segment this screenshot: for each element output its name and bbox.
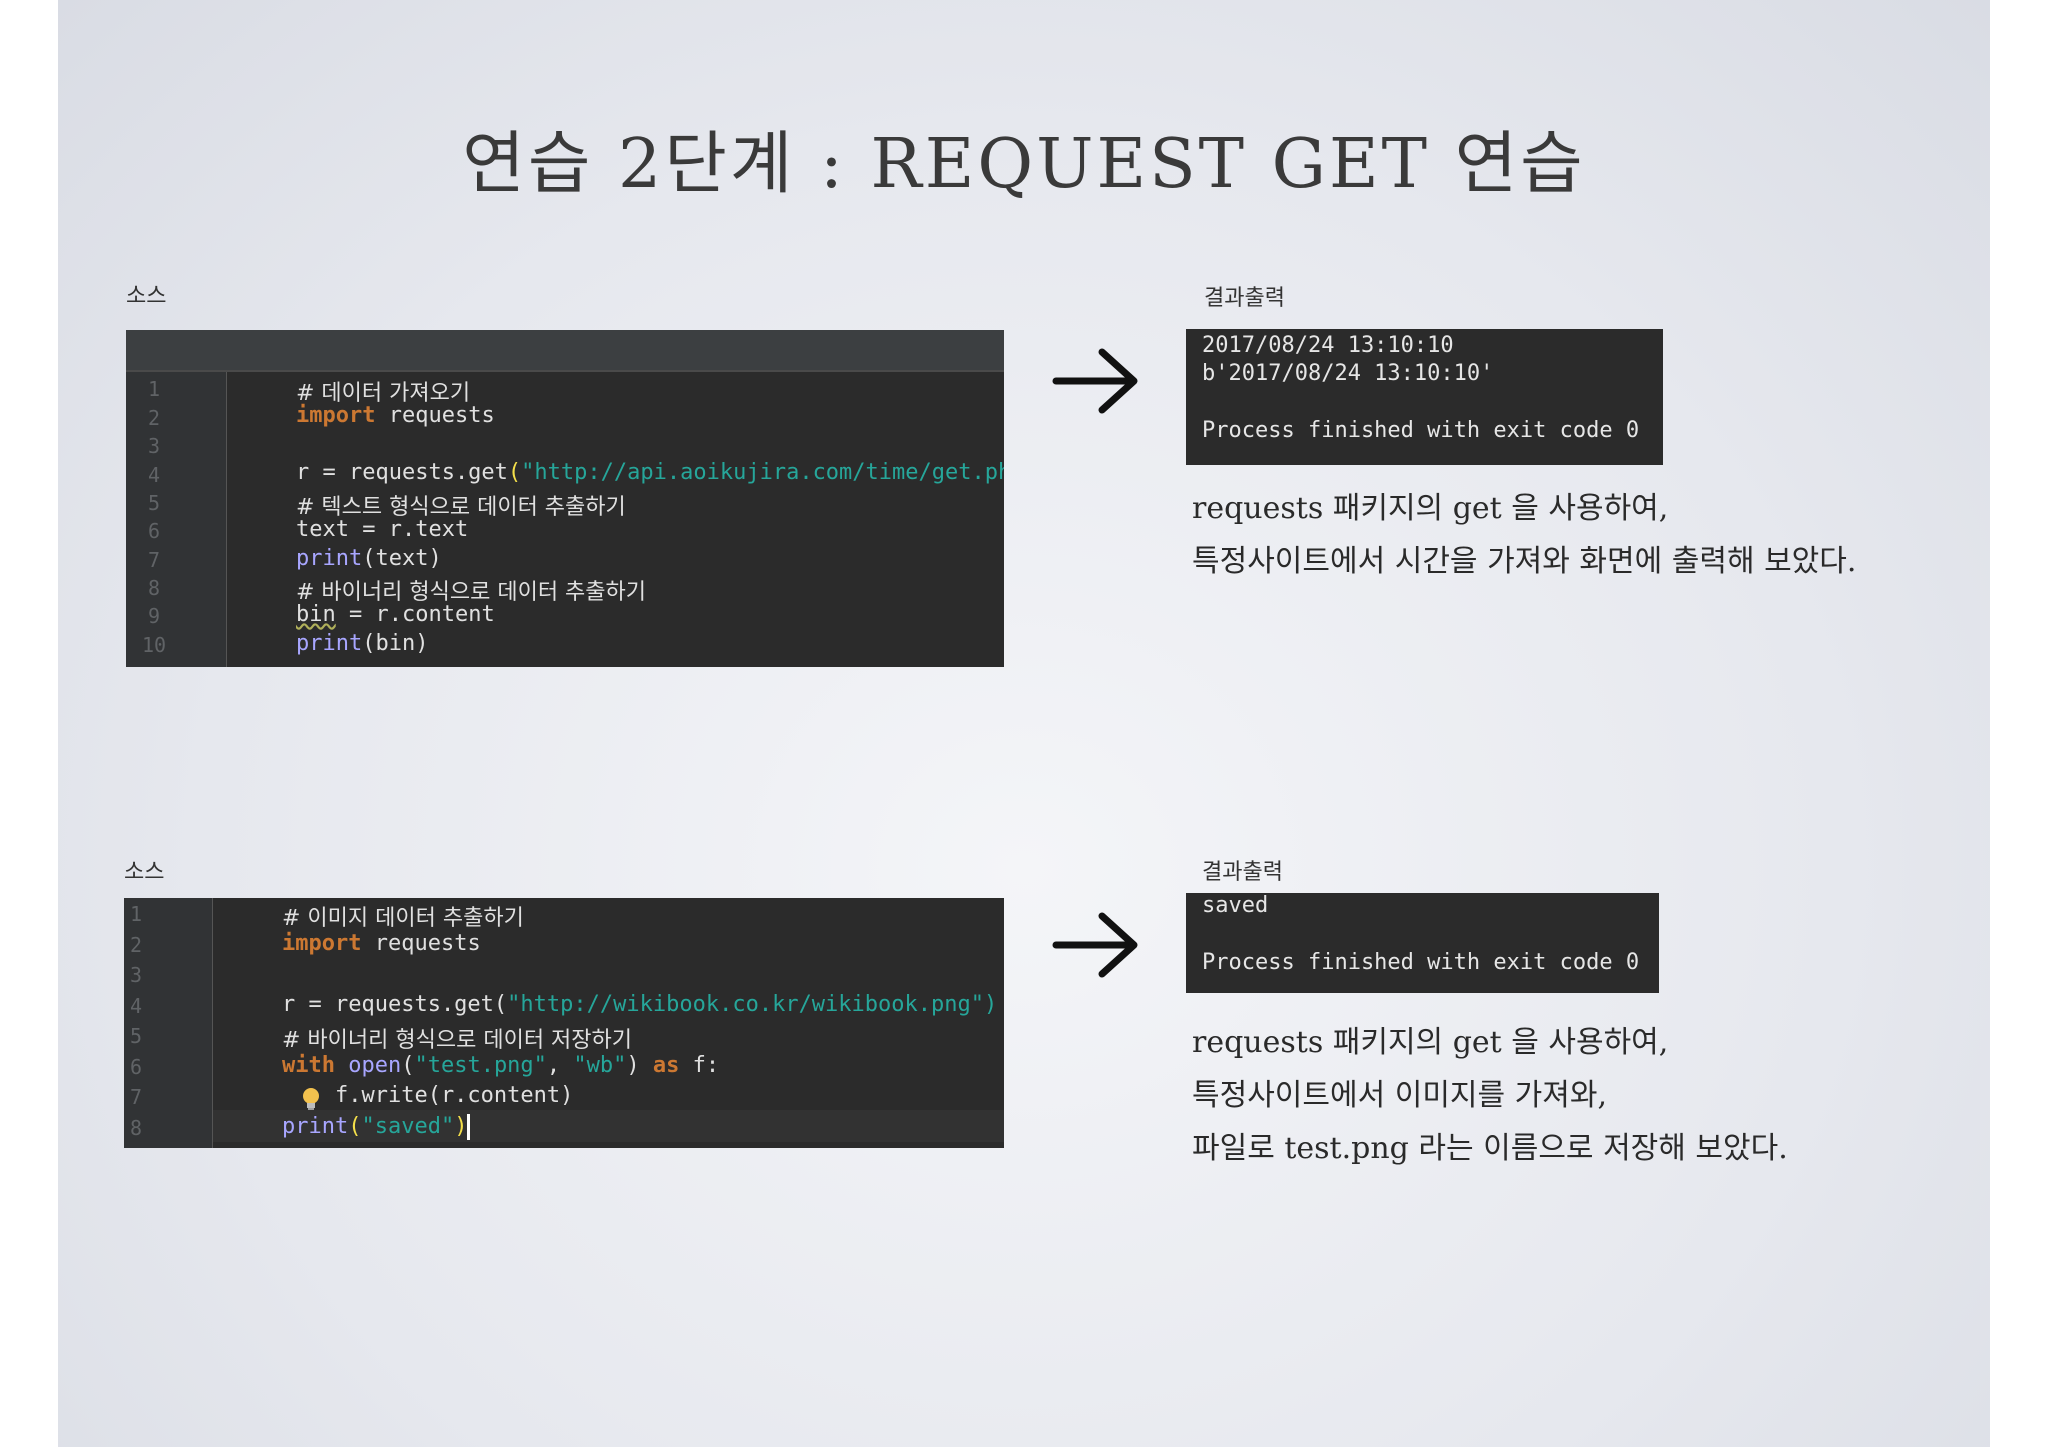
current-line-highlight: [213, 1110, 1004, 1142]
line-number: 5: [130, 1024, 143, 1048]
code-line: import requests: [282, 931, 481, 956]
line-number: 10: [142, 633, 167, 657]
code-text: ,: [546, 1053, 574, 1078]
description-line: requests 패키지의 get 을 사용하여,: [1192, 1025, 1669, 1060]
code-text: = r.content: [335, 602, 495, 627]
code-string: "http://api.aoikujira.com/time/get.php": [521, 460, 1004, 485]
line-number: 2: [130, 933, 143, 957]
editor-tab-bar: [126, 330, 1004, 372]
line-number: 8: [148, 576, 161, 600]
code-keyword: import: [282, 931, 362, 956]
description-line: 파일로 test.png 라는 이름으로 저장해 보았다.: [1192, 1131, 1788, 1166]
code-line: text = r.text: [296, 517, 469, 542]
code-function: open: [348, 1053, 402, 1078]
code-text: (bin): [362, 631, 429, 656]
line-number: 2: [148, 406, 161, 430]
code-string: "test.png": [414, 1053, 547, 1078]
slide: 연습 2단계 : REQUEST GET 연습 소스 결과출력 1 2 3 4 …: [58, 0, 1990, 1447]
code-string: "saved": [361, 1114, 455, 1139]
output-line: saved: [1202, 893, 1269, 918]
code-text: r = requests.get: [296, 460, 508, 485]
code-keyword: import: [296, 403, 376, 428]
output-line: Process finished with exit code 0: [1202, 950, 1640, 975]
description-line: 특정사이트에서 이미지를 가져와,: [1192, 1078, 1608, 1113]
output-line: b'2017/08/24 13:10:10': [1202, 361, 1494, 386]
line-gutter: [124, 898, 213, 1148]
code-line: print(bin): [296, 631, 428, 656]
code-line: # 텍스트 형식으로 데이터 추출하기: [296, 495, 626, 520]
code-editor-2: 1 2 3 4 5 6 7 8 # 이미지 데이터 추출하기 import re…: [124, 898, 1004, 1148]
code-string: "wb": [573, 1053, 627, 1078]
description-line: requests 패키지의 get 을 사용하여,: [1192, 491, 1669, 526]
line-number: 7: [148, 548, 161, 572]
code-text: (text): [362, 546, 442, 571]
output-console-1: 2017/08/24 13:10:10 b'2017/08/24 13:10:1…: [1186, 329, 1663, 465]
code-line: # 바이너리 형식으로 데이터 저장하기: [282, 1028, 633, 1053]
output-line: 2017/08/24 13:10:10: [1202, 333, 1454, 358]
code-line: import requests: [296, 403, 495, 428]
right-arrow-icon: [1052, 912, 1138, 978]
line-number: 6: [130, 1055, 143, 1079]
code-function: print: [296, 546, 363, 571]
line-number: 6: [148, 519, 161, 543]
code-keyword: with: [282, 1053, 335, 1078]
code-text: ): [626, 1053, 653, 1078]
code-paren: (: [348, 1114, 362, 1139]
description-1: requests 패키지의 get 을 사용하여, 특정사이트에서 시간을 가져…: [1192, 482, 1856, 588]
code-line: f.write(r.content): [282, 1083, 574, 1108]
code-function: print: [282, 1114, 349, 1139]
code-paren: (: [507, 460, 522, 485]
line-number: 1: [130, 902, 143, 926]
line-gutter: [126, 372, 227, 667]
result-label-1: 결과출력: [1204, 286, 1285, 311]
line-number: 3: [130, 963, 143, 987]
result-label-2: 결과출력: [1202, 860, 1283, 885]
line-number: 3: [148, 434, 161, 458]
line-number: 4: [130, 994, 143, 1018]
description-line: 특정사이트에서 시간을 가져와 화면에 출력해 보았다.: [1192, 544, 1857, 579]
line-number: 5: [148, 491, 161, 515]
code-text: f:: [679, 1053, 720, 1078]
slide-title: 연습 2단계 : REQUEST GET 연습: [462, 125, 1586, 204]
code-line: bin = r.content: [296, 602, 495, 627]
code-text: r = requests.get(: [282, 992, 508, 1017]
source-label-1: 소스: [126, 284, 167, 309]
code-string: "http://wikibook.co.kr/wikibook.png"): [507, 992, 998, 1017]
line-number: 4: [148, 463, 161, 487]
code-text: requests: [375, 403, 495, 428]
line-number: 8: [130, 1116, 143, 1140]
text-cursor: [467, 1114, 471, 1140]
line-number: 9: [148, 604, 161, 628]
output-line: Process finished with exit code 0: [1202, 418, 1640, 443]
code-line: print("saved"): [282, 1114, 471, 1140]
line-number: 7: [130, 1085, 143, 1109]
description-2: requests 패키지의 get 을 사용하여, 특정사이트에서 이미지를 가…: [1192, 1016, 1788, 1175]
code-line: r = requests.get("http://wikibook.co.kr/…: [282, 992, 997, 1017]
code-line: # 데이터 가져오기: [296, 381, 471, 406]
code-line: with open("test.png", "wb") as f:: [282, 1053, 719, 1078]
code-line: # 바이너리 형식으로 데이터 추출하기: [296, 580, 647, 605]
code-paren: ): [454, 1114, 468, 1139]
code-text: requests: [361, 931, 481, 956]
code-keyword: as: [652, 1053, 680, 1078]
right-arrow-icon: [1052, 348, 1138, 414]
source-label-2: 소스: [124, 860, 165, 885]
code-editor-1: 1 2 3 4 5 6 7 8 9 10 # 데이터 가져오기 import r…: [126, 330, 1004, 667]
code-text: (: [401, 1053, 415, 1078]
code-line: r = requests.get("http://api.aoikujira.c…: [296, 460, 1004, 485]
lightbulb-icon[interactable]: [300, 1086, 322, 1112]
code-warning-text: bin: [296, 602, 336, 627]
code-line: # 이미지 데이터 추출하기: [282, 906, 524, 931]
output-console-2: saved Process finished with exit code 0: [1186, 893, 1659, 993]
code-function: print: [296, 631, 363, 656]
line-number: 1: [148, 377, 161, 401]
code-text: [335, 1053, 348, 1078]
code-line: print(text): [296, 546, 442, 571]
